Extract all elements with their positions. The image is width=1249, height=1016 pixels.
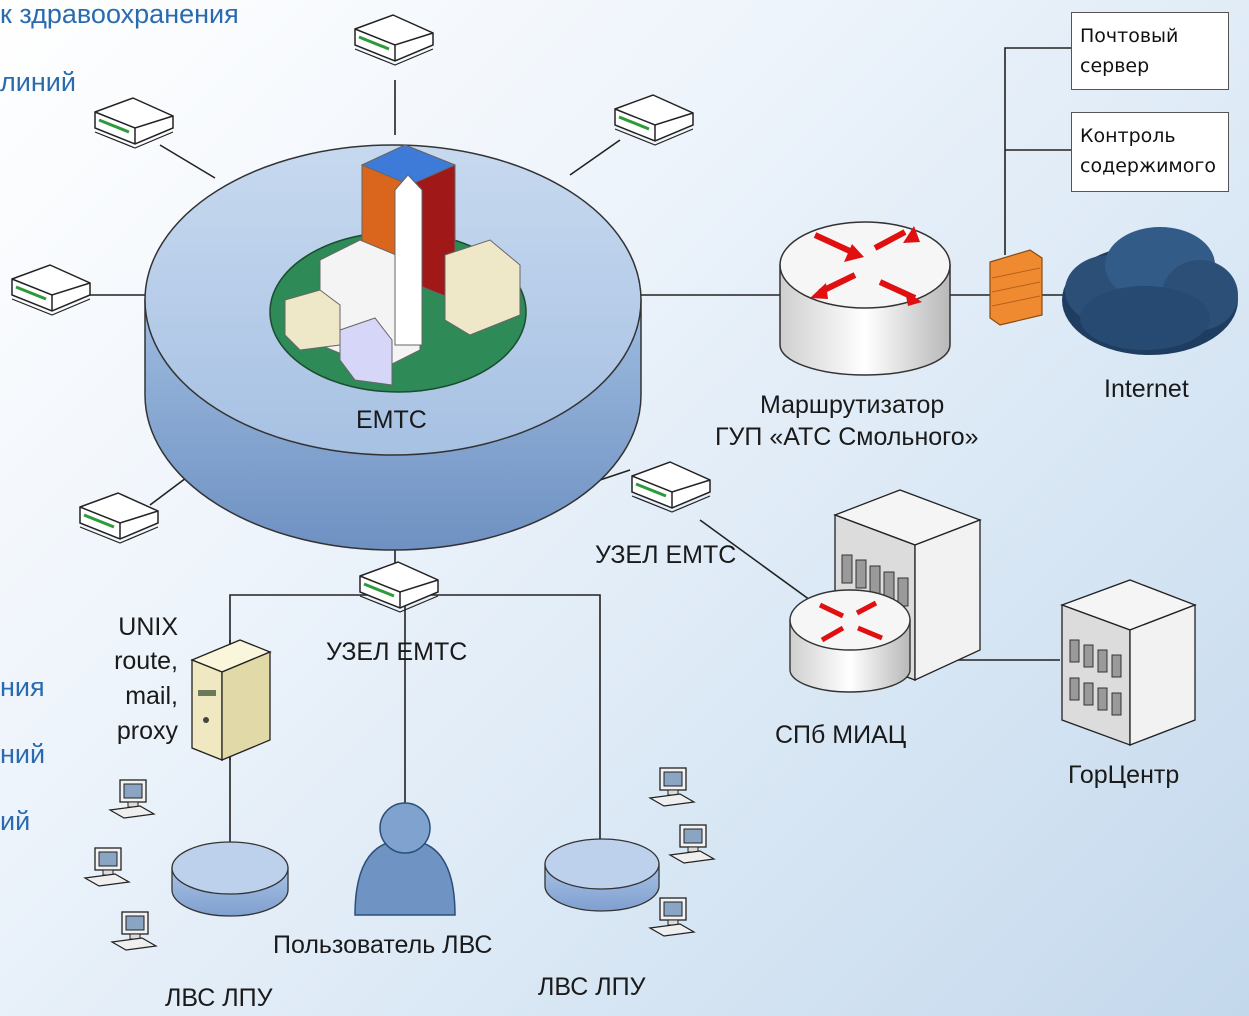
unix-label-3: mail, bbox=[125, 682, 178, 710]
lan-right-icon bbox=[544, 838, 660, 912]
content-control-box: Контроль содержимого bbox=[1071, 112, 1229, 192]
bg-text-fragment-5: ий bbox=[0, 806, 31, 836]
switch-bottom-left-icon bbox=[78, 491, 160, 545]
lan-lpu-right-label: ЛВС ЛПУ bbox=[538, 973, 646, 1001]
mail-server-label-1: Почтовый bbox=[1080, 25, 1179, 47]
lan-left-icon bbox=[171, 841, 289, 917]
router-icon bbox=[779, 221, 951, 376]
pc-right-2-icon bbox=[669, 824, 715, 864]
switch-top-right-icon bbox=[613, 93, 695, 147]
switch-node-bottom-icon bbox=[358, 560, 440, 614]
internet-label: Internet bbox=[1104, 375, 1189, 403]
bg-text-fragment-3: ния bbox=[0, 672, 45, 702]
emts-label: ЕМТС bbox=[356, 406, 427, 434]
miac-label: СПб МИАЦ bbox=[775, 721, 907, 749]
unix-server-icon bbox=[190, 639, 272, 761]
switch-top-icon bbox=[353, 13, 435, 67]
mail-server-box: Почтовый сервер bbox=[1071, 12, 1229, 90]
pc-left-1-icon bbox=[109, 779, 155, 819]
node-emts-bottom-label: УЗЕЛ ЕМТС bbox=[326, 638, 468, 666]
lan-lpu-left-label: ЛВС ЛПУ bbox=[165, 984, 273, 1012]
miac-router-icon bbox=[789, 589, 911, 693]
gorcentr-label: ГорЦентр bbox=[1068, 761, 1180, 789]
bg-text-fragment-4: ний bbox=[0, 739, 46, 769]
switch-node-right-icon bbox=[630, 460, 712, 514]
router-label-2: ГУП «АТС Смольного» bbox=[715, 423, 979, 451]
switch-top-left-icon bbox=[93, 96, 175, 150]
firewall-icon bbox=[989, 249, 1043, 326]
router-label-1: Маршрутизатор bbox=[760, 391, 945, 419]
unix-label-4: proxy bbox=[116, 717, 178, 745]
lan-user-icon bbox=[354, 802, 456, 916]
content-control-label-1: Контроль bbox=[1080, 125, 1176, 147]
node-emts-right-label: УЗЕЛ ЕМТС bbox=[595, 541, 737, 569]
pc-right-3-icon bbox=[649, 897, 695, 937]
pc-left-2-icon bbox=[84, 847, 130, 887]
internet-cloud-icon bbox=[1062, 227, 1238, 355]
pc-right-1-icon bbox=[649, 767, 695, 807]
content-control-label-2: содержимого bbox=[1080, 155, 1216, 178]
campus-buildings-icon bbox=[284, 144, 521, 386]
switch-left-icon bbox=[10, 263, 92, 317]
gorcentr-building-icon bbox=[1060, 579, 1197, 746]
unix-label-2: route, bbox=[114, 647, 178, 675]
mail-server-label-2: сервер bbox=[1080, 55, 1150, 78]
bg-text-fragment-2: линий bbox=[0, 67, 76, 97]
bg-text-fragment-1: к здравоохранения bbox=[0, 0, 239, 29]
pc-left-3-icon bbox=[111, 911, 157, 951]
unix-label-1: UNIX bbox=[118, 613, 178, 641]
lan-user-label: Пользователь ЛВС bbox=[273, 931, 493, 959]
